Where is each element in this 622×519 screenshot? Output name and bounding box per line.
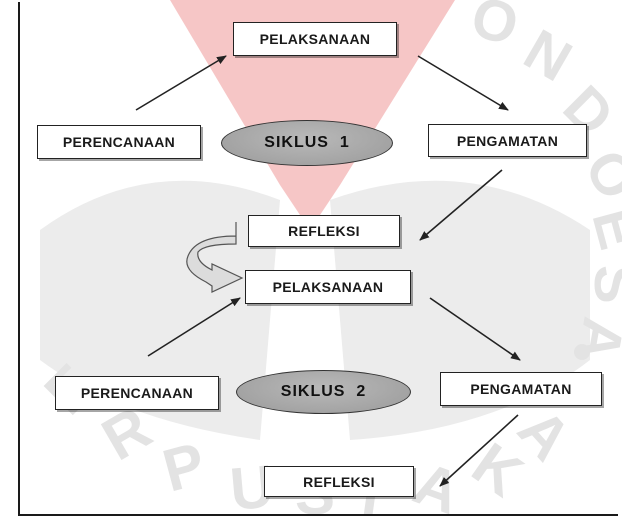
arrow-action2-to-observe2 [429,297,521,361]
cycle2-observation-label: PENGAMATAN [470,381,572,397]
cycle2-label: SIKLUS 2 [280,383,367,400]
watermark-red-triangle [170,0,455,230]
cycle2-label-oval: SIKLUS 2 [236,370,411,414]
arrow-observe2-to-reflect2 [439,414,519,487]
watermark-gray-shape-left [40,180,280,440]
cycle1-label: SIKLUS 1 [264,134,350,151]
cycle1-planning-label: PERENCANAAN [62,134,176,150]
cycle1-planning-box: PERENCANAAN [37,125,201,159]
cycle1-action-box: PELAKSANAAN [233,22,397,56]
cycle2-observation-box: PENGAMATAN [440,372,602,406]
cycle1-observation-label: PENGAMATAN [456,132,559,149]
arrow-action1-to-observe1 [417,55,509,111]
cycle2-planning-box: PERENCANAAN [55,376,219,410]
cycle2-action-box: PELAKSANAAN [245,270,411,304]
cycle1-reflection-label: REFLEKSI [288,223,360,239]
arrow-observe1-to-reflect1 [419,169,503,241]
cycle1-observation-box: PENGAMATAN [428,124,587,157]
cycle1-label-oval: SIKLUS 1 [221,120,393,166]
curved-transition-arrow [186,222,244,293]
arrow-plan1-to-action1 [135,55,227,111]
arrow-plan2-to-action2 [147,297,241,357]
cycle1-reflection-box: REFLEKSI [248,215,400,247]
cycle2-action-label: PELAKSANAAN [272,279,384,295]
watermark-letter: S [582,265,622,304]
cycle2-planning-label: PERENCANAAN [80,385,194,401]
cycle2-reflection-box: REFLEKSI [264,466,414,497]
diagram-frame [18,2,618,516]
cycle2-reflection-label: REFLEKSI [303,473,375,490]
cycle1-action-label: PELAKSANAAN [259,31,371,47]
watermark-dot [574,344,590,360]
